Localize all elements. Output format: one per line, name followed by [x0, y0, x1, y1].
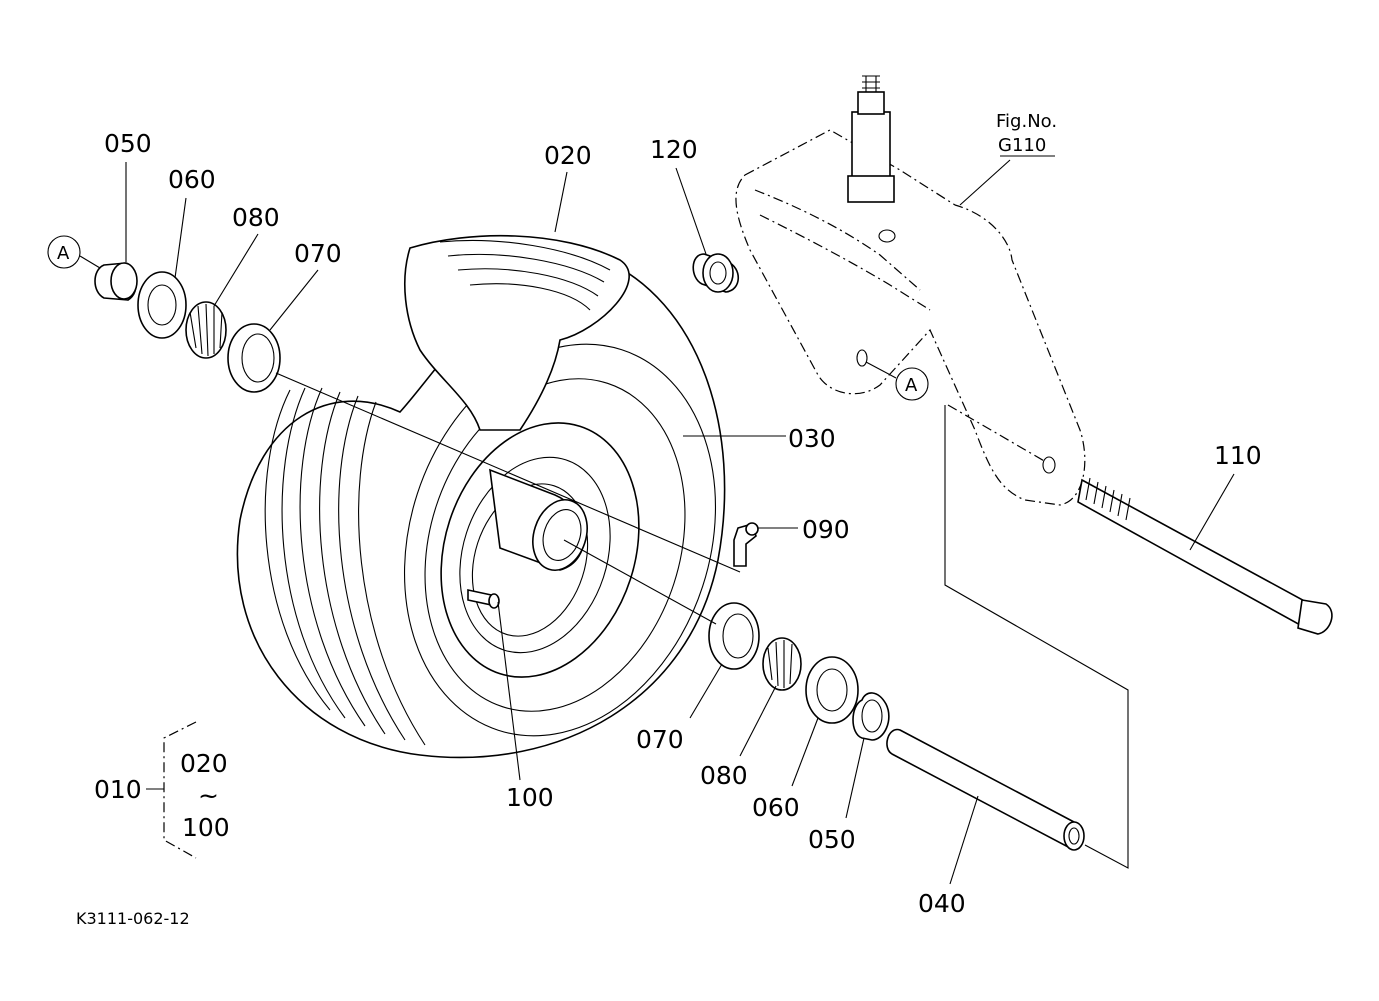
bearing-060-left: [137, 271, 187, 339]
fork-inner: [754, 189, 921, 291]
bearing-060-right: [805, 656, 859, 724]
race-070-right: [708, 602, 760, 670]
cone-rollers: [189, 303, 223, 357]
callout-100: 100: [506, 783, 554, 812]
callout-120: 120: [650, 135, 698, 164]
sidewall-ring: [403, 343, 717, 737]
tire-cutaway: [404, 234, 630, 431]
kingpin-collar: [847, 175, 895, 203]
callout-080-top: 080: [232, 203, 280, 232]
callout-030: 030: [788, 424, 836, 453]
figure-ref-line2: G110: [998, 135, 1046, 156]
axle-tube-040-bore: [1068, 827, 1080, 845]
axle-tube-040-end: [1063, 821, 1085, 851]
bushing-120: [692, 253, 740, 293]
assembly-to: 100: [182, 813, 230, 842]
callout-080-bottom: 080: [700, 761, 748, 790]
cone-bearing-080-left: [185, 301, 227, 359]
tread-groove: [338, 395, 406, 741]
cone-rollers: [767, 640, 793, 688]
callout-labels: 050 060 080 070 020 120 030 110 090 100 …: [104, 129, 1262, 918]
rim-inner: [471, 483, 589, 637]
callout-050-top: 050: [104, 129, 152, 158]
bearing-060-left-inner: [147, 284, 177, 326]
assembly-tilde: ~: [198, 781, 219, 810]
figure-reference: Fig.No. G110: [996, 111, 1057, 156]
fork-inner: [759, 214, 931, 311]
race-070-right-inner: [722, 613, 754, 659]
reference-mark-left: A: [47, 235, 101, 269]
tread-groove: [264, 389, 331, 711]
kingpin-stem: [851, 111, 891, 183]
fork-hole: [878, 229, 896, 243]
right-bearing-stack: [708, 602, 1085, 851]
valve-cap: [488, 593, 500, 609]
spacer-050-left-face: [110, 262, 138, 300]
tread-groove: [447, 253, 605, 283]
race-070-left: [227, 323, 281, 393]
fork-hole: [1042, 456, 1056, 474]
cone-bearing-080-right: [762, 637, 802, 691]
grease-fitting-090: [733, 522, 759, 567]
tread-groove: [299, 387, 366, 727]
bearing-060-right-inner: [816, 668, 848, 712]
assembly-parent: 010: [94, 775, 142, 804]
callout-070-top: 070: [294, 239, 342, 268]
reference-mark-right: A: [865, 361, 929, 401]
fork-hole: [856, 349, 868, 367]
tread-groove: [469, 283, 591, 311]
assembly-from: 020: [180, 749, 228, 778]
tread-groove: [439, 239, 611, 271]
svg-text:A: A: [57, 243, 70, 264]
tread-groove: [281, 387, 346, 719]
assembly-group-010: 010 020 ~ 100: [94, 721, 230, 859]
drawing-code: K3111-062-12: [76, 909, 190, 928]
kingpin-top: [857, 91, 885, 115]
spacer-050-right: [852, 692, 890, 741]
race-070-left-inner: [241, 333, 275, 383]
callout-090: 090: [802, 515, 850, 544]
callout-070-bottom: 070: [636, 725, 684, 754]
callout-050-bottom: 050: [808, 825, 856, 854]
fork-outline: [735, 129, 1086, 506]
figure-ref-line1: Fig.No.: [996, 111, 1057, 132]
tread-groove: [457, 268, 599, 297]
wheel-assembly: [236, 234, 726, 759]
left-bearing-stack: [94, 262, 281, 393]
callout-060-bottom: 060: [752, 793, 800, 822]
tread-groove: [358, 401, 426, 746]
callout-060-top: 060: [168, 165, 216, 194]
kingpin-thread: [862, 75, 880, 92]
leader-lines: [125, 155, 1235, 885]
hub-bore-inner: [542, 509, 582, 561]
fork-bracket: [735, 75, 1086, 506]
bolt-110: [1077, 477, 1333, 635]
axle-tube-040: [886, 728, 1085, 849]
callout-020: 020: [544, 141, 592, 170]
assembly-lines: [275, 372, 1129, 869]
tread-groove: [319, 391, 386, 735]
callout-040: 040: [918, 889, 966, 918]
callout-110: 110: [1214, 441, 1262, 470]
spacer-050-right-face: [861, 699, 883, 733]
svg-text:A: A: [905, 375, 918, 396]
sidewall-ring: [424, 378, 686, 712]
